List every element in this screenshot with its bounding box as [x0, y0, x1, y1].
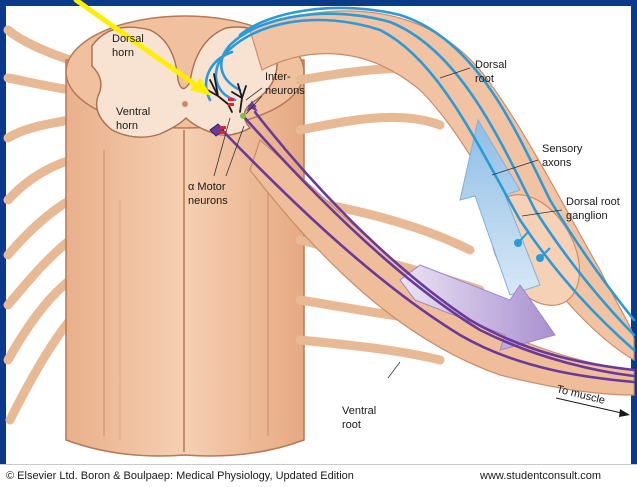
- central-canal: [182, 101, 188, 107]
- to-muscle-arrow-head: [619, 409, 630, 417]
- website-link[interactable]: www.studentconsult.com: [480, 465, 601, 487]
- copyright-credit: © Elsevier Ltd. Boron & Boulpaep: Medica…: [6, 465, 354, 487]
- copyright-footer: © Elsevier Ltd. Boron & Boulpaep: Medica…: [0, 464, 637, 487]
- left-nerve-fibres: [8, 30, 70, 420]
- label-ventral-root: Ventral root: [342, 405, 379, 431]
- label-sensory-axons: Sensory axons: [542, 143, 585, 169]
- spinal-cord-diagram: Dorsal horn Ventral horn Inter- neurons …: [0, 0, 637, 464]
- label-dorsal-root-ganglion: Dorsal root ganglion: [566, 196, 623, 222]
